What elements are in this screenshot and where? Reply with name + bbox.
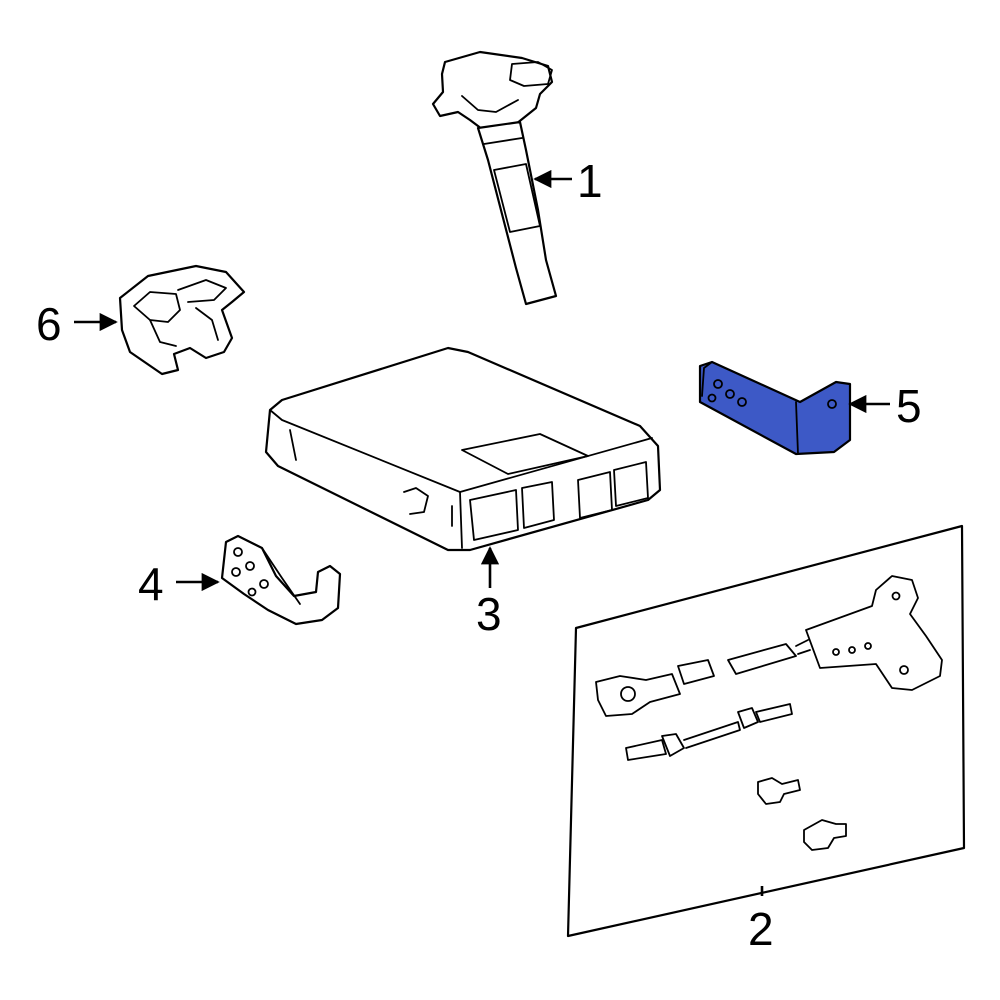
callout-3: 3: [476, 546, 502, 640]
clip-bracket-part[interactable]: [118, 264, 246, 376]
callout-6: 6: [36, 298, 118, 350]
callout-label-5: 5: [896, 380, 922, 432]
mounting-bracket-5-part[interactable]: [698, 360, 852, 456]
callout-1: 1: [533, 155, 603, 207]
mounting-bracket-4-part[interactable]: [220, 534, 342, 626]
callout-label-6: 6: [36, 298, 62, 350]
callout-label-1: 1: [577, 155, 603, 207]
callout-4: 4: [138, 558, 220, 610]
callout-5: 5: [848, 380, 922, 432]
callout-label-3: 3: [476, 588, 502, 640]
callout-label-2: 2: [748, 903, 774, 955]
callout-label-4: 4: [138, 558, 164, 610]
sensor-kit-part[interactable]: [566, 524, 966, 938]
engine-control-module-part[interactable]: [264, 346, 662, 552]
ignition-coil-part[interactable]: [431, 50, 558, 306]
callout-2: 2: [748, 886, 774, 955]
